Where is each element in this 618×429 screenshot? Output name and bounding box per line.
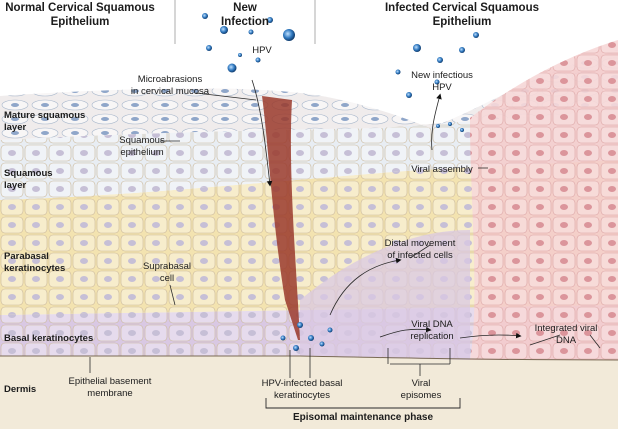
label-infected-basal-line2: keratinocytes [274, 390, 330, 401]
header-left-line2: Epithelium [51, 16, 110, 28]
header-right-line2: Epithelium [433, 16, 492, 28]
label-squamous-epithelium-line1: Squamous [119, 135, 165, 146]
label-microabrasions-line2: in cervical mucosa [131, 86, 210, 97]
layer-basal: Basal keratinocytes [4, 333, 93, 344]
label-new-infectious-line1: New infectious [411, 70, 473, 81]
layer-squamous-line1: Squamous [4, 168, 53, 179]
label-episomal-phase: Episomal maintenance phase [293, 412, 433, 423]
label-infected-basal-line1: HPV-infected basal [262, 378, 343, 389]
label-viral-dna-replication-line2: replication [410, 331, 453, 342]
hpv-virus-particles [202, 13, 479, 351]
label-viral-episomes-line2: episomes [401, 390, 442, 401]
label-suprabasal-line2: cell [160, 273, 174, 284]
layer-mature-line2: layer [4, 122, 26, 133]
microabrasion-wound [262, 96, 300, 340]
label-viral-dna-replication-line1: Viral DNA [411, 319, 453, 330]
layer-mature-line1: Mature squamous [4, 110, 85, 121]
header-left-line1: Normal Cervical Squamous [5, 2, 155, 14]
label-microabrasions-line1: Microabrasions [138, 74, 203, 85]
layer-parabasal-line1: Parabasal [4, 251, 49, 262]
header-center-line2: Infection [221, 16, 269, 28]
layer-squamous-line2: layer [4, 180, 26, 191]
header-right-line1: Infected Cervical Squamous [385, 2, 539, 14]
header-center-line1: New [233, 2, 257, 14]
label-suprabasal-line1: Suprabasal [143, 261, 191, 272]
label-distal-movement-line1: Distal movement [385, 238, 456, 249]
label-viral-episomes-line1: Viral [412, 378, 431, 389]
layer-parabasal-line2: keratinocytes [4, 263, 65, 274]
label-viral-assembly: Viral assembly [411, 164, 473, 175]
label-distal-movement-line2: of infected cells [387, 250, 453, 261]
label-integrated-dna-line1: Integrated viral [535, 323, 598, 334]
label-basement-line2: membrane [87, 388, 132, 399]
label-integrated-dna-line2: DNA [556, 335, 577, 346]
layer-dermis: Dermis [4, 384, 36, 395]
label-hpv: HPV [252, 45, 272, 56]
label-squamous-epithelium-line2: epithelium [120, 147, 163, 158]
label-new-infectious-line2: HPV [432, 82, 452, 93]
label-basement-line1: Epithelial basement [69, 376, 152, 387]
